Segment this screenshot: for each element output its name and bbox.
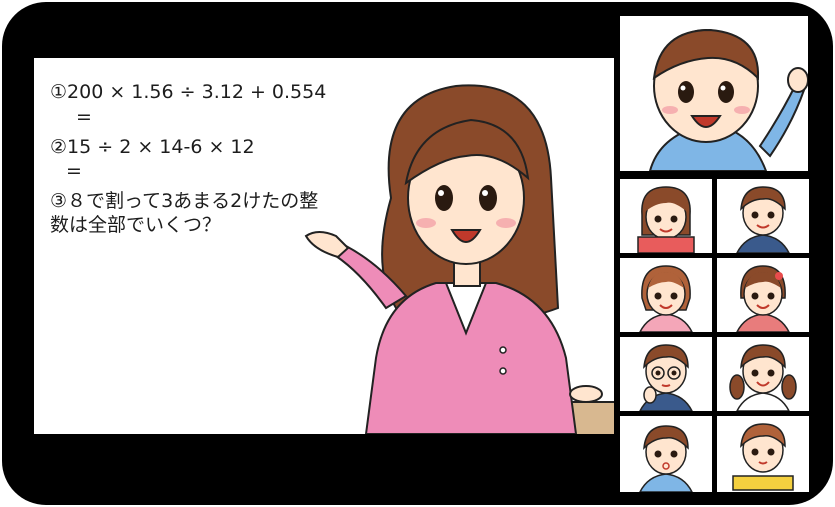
girl-reading-book-2-avatar [717,416,809,492]
participant-tile-6[interactable] [717,337,809,411]
problem-3-line-2: 数は全部でいくつ？ [50,214,222,236]
girl-short-hair-avatar [620,258,712,332]
problem-3-line-1: ③８で割って3あまる2けたの整 [50,190,319,212]
participant-tile-8[interactable] [717,416,809,492]
participant-tile-1[interactable] [620,179,712,253]
boy-smiling-avatar [717,179,809,253]
participant-tile-4[interactable] [717,258,809,332]
boy-raising-hand-avatar [620,16,808,171]
boy-worried-avatar [620,416,712,492]
girl-reading-book-avatar [620,179,712,253]
participant-tile-7[interactable] [620,416,712,492]
girl-hairclip-avatar [717,258,809,332]
participant-tile-2[interactable] [717,179,809,253]
problem-1-equals: = [76,106,92,128]
teacher-illustration [304,84,614,434]
girl-pigtails-avatar [717,337,809,411]
problem-2-equals: = [66,160,82,182]
problem-1: ①200 × 1.56 ÷ 3.12 + 0.554 [50,81,327,103]
main-video-stage[interactable]: ①200 × 1.56 ÷ 3.12 + 0.554 = ②15 ÷ 2 × 1… [34,58,614,434]
problem-2: ②15 ÷ 2 × 14-6 × 12 [50,136,255,158]
participant-tile-5[interactable] [620,337,712,411]
participant-tile-featured[interactable] [620,16,808,171]
boy-glasses-thinking-avatar [620,337,712,411]
participant-tile-3[interactable] [620,258,712,332]
